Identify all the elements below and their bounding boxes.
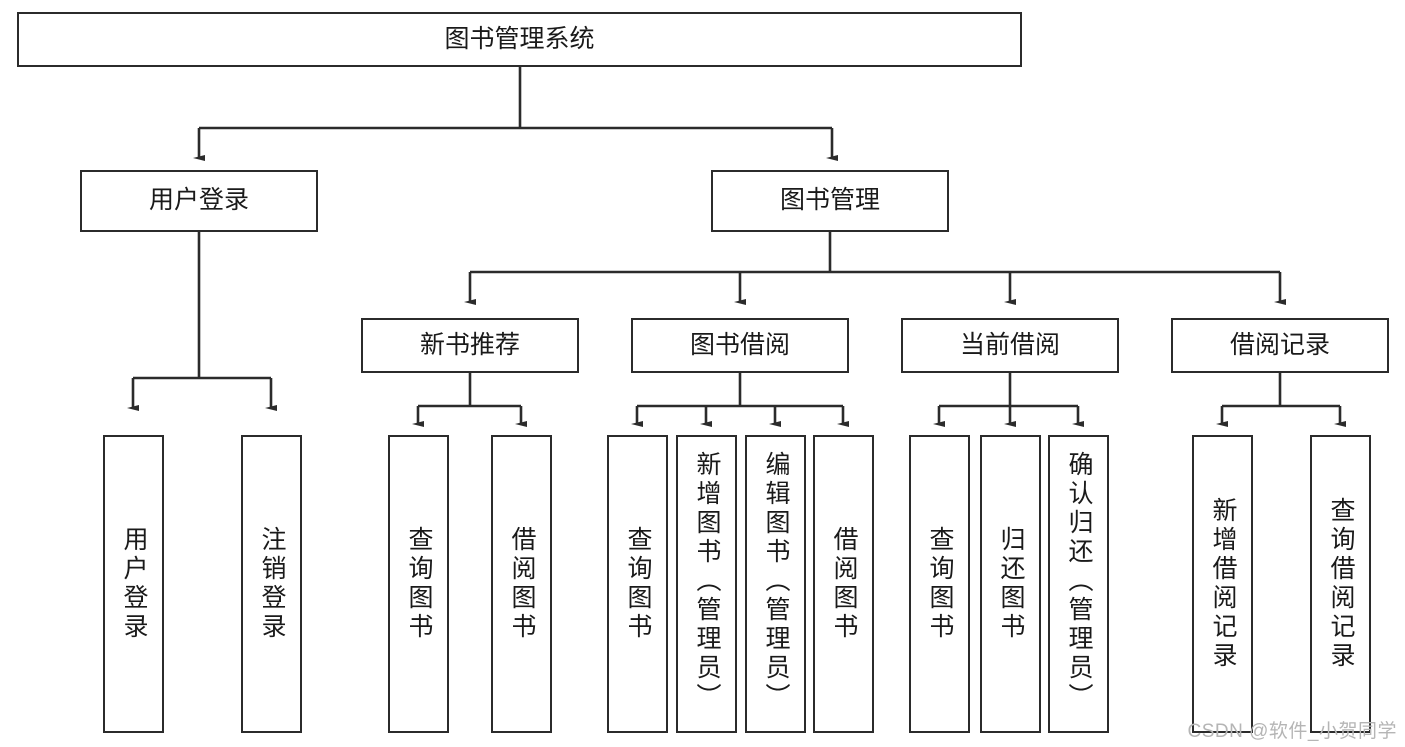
node-label: 图书借阅 bbox=[689, 330, 790, 359]
node-book-borrow[interactable]: 图书借阅 bbox=[631, 318, 849, 373]
node-current-borrow[interactable]: 当前借阅 bbox=[901, 318, 1119, 373]
node-root-system[interactable]: 图书管理系统 bbox=[17, 12, 1022, 67]
leaf-recommend-borrow-book[interactable]: 借阅图书 bbox=[491, 435, 552, 733]
node-label: 借阅记录 bbox=[1229, 330, 1330, 359]
leaf-user-login[interactable]: 用户登录 bbox=[103, 435, 164, 733]
node-label: 确认归还（管理员） bbox=[1065, 451, 1093, 712]
leaf-borrow-add-book-admin[interactable]: 新增图书（管理员） bbox=[676, 435, 737, 733]
watermark-text: CSDN @软件_小贺同学 bbox=[1187, 721, 1397, 742]
node-label: 借阅图书 bbox=[830, 526, 858, 642]
leaf-current-return-book[interactable]: 归还图书 bbox=[980, 435, 1041, 733]
node-label: 图书管理系统 bbox=[444, 24, 595, 53]
leaf-borrow-borrow-book[interactable]: 借阅图书 bbox=[813, 435, 874, 733]
node-user-login[interactable]: 用户登录 bbox=[80, 170, 318, 232]
node-label: 新书推荐 bbox=[419, 330, 520, 359]
node-label: 查询图书 bbox=[926, 526, 954, 642]
leaf-record-add-borrow-record[interactable]: 新增借阅记录 bbox=[1192, 435, 1253, 733]
node-label: 查询图书 bbox=[624, 526, 652, 642]
node-label: 当前借阅 bbox=[959, 330, 1060, 359]
node-label: 注销登录 bbox=[258, 526, 286, 642]
leaf-borrow-edit-book-admin[interactable]: 编辑图书（管理员） bbox=[745, 435, 806, 733]
leaf-recommend-query-book[interactable]: 查询图书 bbox=[388, 435, 449, 733]
node-label: 查询借阅记录 bbox=[1327, 497, 1355, 671]
node-borrow-record[interactable]: 借阅记录 bbox=[1171, 318, 1389, 373]
node-label: 用户登录 bbox=[120, 526, 148, 642]
leaf-record-query-borrow-record[interactable]: 查询借阅记录 bbox=[1310, 435, 1371, 733]
leaf-user-logout[interactable]: 注销登录 bbox=[241, 435, 302, 733]
leaf-current-confirm-return-admin[interactable]: 确认归还（管理员） bbox=[1048, 435, 1109, 733]
node-label: 用户登录 bbox=[148, 186, 249, 215]
node-book-management[interactable]: 图书管理 bbox=[711, 170, 949, 232]
leaf-current-query-book[interactable]: 查询图书 bbox=[909, 435, 970, 733]
node-label: 借阅图书 bbox=[508, 526, 536, 642]
node-label: 查询图书 bbox=[405, 526, 433, 642]
node-new-book-recommend[interactable]: 新书推荐 bbox=[361, 318, 579, 373]
leaf-borrow-query-book[interactable]: 查询图书 bbox=[607, 435, 668, 733]
node-label: 编辑图书（管理员） bbox=[762, 451, 790, 712]
node-label: 新增图书（管理员） bbox=[693, 451, 721, 712]
node-label: 新增借阅记录 bbox=[1209, 497, 1237, 671]
node-label: 归还图书 bbox=[997, 526, 1025, 642]
node-label: 图书管理 bbox=[779, 186, 880, 215]
